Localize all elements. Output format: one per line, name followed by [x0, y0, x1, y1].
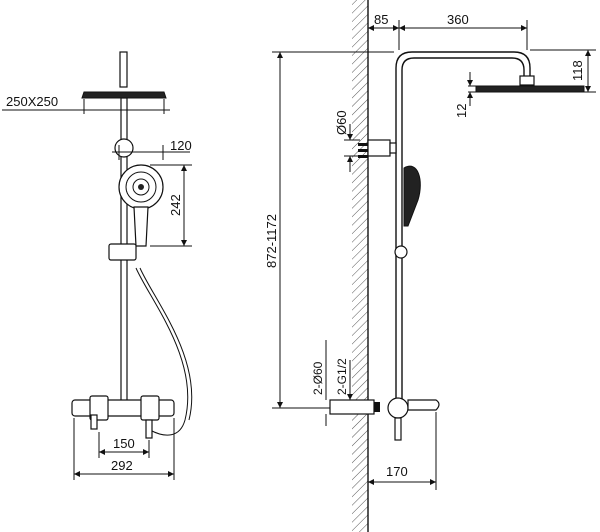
- side-wall-bracket: [367, 139, 391, 157]
- label-inlet-thread: 2-G1/2: [335, 358, 349, 395]
- label-wall-offset-top: 85: [374, 12, 388, 27]
- label-handshower-height: 242: [168, 194, 183, 216]
- side-slide-knob: [394, 245, 408, 259]
- front-view: 250X250 120 242 150 292: [2, 51, 193, 480]
- label-bracket-dia: Ø60: [334, 110, 349, 135]
- side-mixer-valve: [387, 397, 409, 419]
- label-head-thickness: 12: [454, 104, 469, 118]
- label-head-drop: 118: [570, 60, 585, 81]
- label-overall-width: 292: [111, 458, 133, 473]
- front-handshower: [118, 164, 164, 247]
- side-view: 85 360 118 12 Ø60 872-1172 2-Ø60 2-G1/2: [264, 0, 596, 532]
- label-head-size: 250X250: [6, 94, 58, 109]
- front-head-connector: [119, 51, 128, 88]
- side-handshower: [403, 165, 421, 227]
- wall-hatch: [352, 0, 368, 532]
- label-valve-projection: 170: [386, 464, 408, 479]
- side-inlet-connector: [329, 399, 375, 415]
- label-valve-spacing: 150: [113, 436, 135, 451]
- front-hose: [135, 267, 189, 436]
- front-slide-holder: [108, 243, 137, 261]
- side-riser-and-arm: [395, 51, 531, 415]
- label-inlet-dia: 2-Ø60: [311, 361, 325, 395]
- label-arm-reach: 360: [447, 12, 469, 27]
- label-handshower-width: 120: [170, 138, 192, 153]
- front-wall-bracket: [114, 138, 134, 158]
- side-spout: [407, 399, 440, 411]
- side-rain-head: [475, 85, 585, 93]
- label-height-range: 872-1172: [264, 214, 279, 268]
- front-rain-head: [81, 91, 167, 99]
